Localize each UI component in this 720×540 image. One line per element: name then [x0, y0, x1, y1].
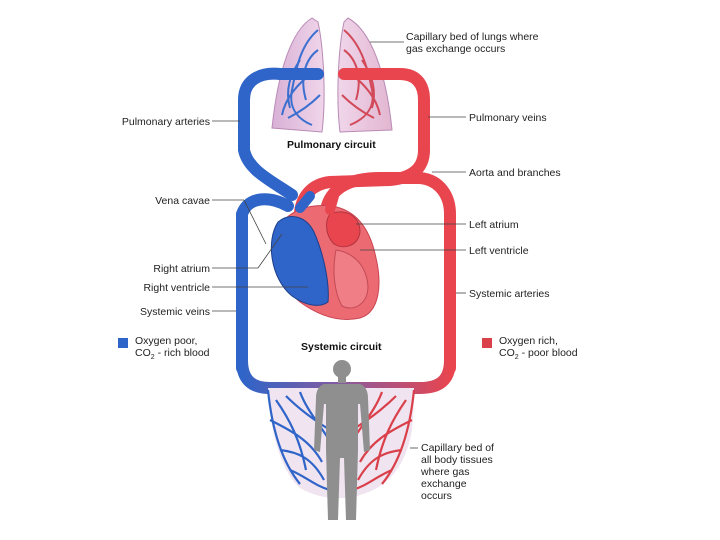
left-ventricle-shape — [333, 249, 369, 309]
legend-oxygen-rich-rest: - poor blood — [518, 347, 578, 359]
vena-cavae — [236, 193, 294, 374]
legend-oxygen-rich-co: CO — [499, 347, 515, 359]
label-right-atrium: Right atrium — [153, 263, 210, 275]
label-systemic-arteries: Systemic arteries — [469, 288, 550, 300]
legend-oxygen-poor-sub: 2 — [150, 354, 155, 362]
legend-swatch-oxygen-poor — [118, 338, 128, 348]
label-left-ventricle: Left ventricle — [469, 245, 529, 257]
legend-oxygen-rich: Oxygen rich, CO2 - poor blood — [499, 335, 578, 364]
label-systemic-veins: Systemic veins — [139, 306, 210, 318]
legend-oxygen-poor-co: CO — [135, 347, 151, 359]
label-left-atrium: Left atrium — [469, 219, 519, 231]
label-pulmonary-circuit: Pulmonary circuit — [287, 139, 376, 151]
legend-oxygen-rich-line1: Oxygen rich, — [499, 335, 558, 347]
heart — [270, 191, 380, 320]
label-capillary-body: Capillary bed of all body tissues where … — [421, 442, 494, 502]
label-aorta: Aorta and branches — [469, 167, 561, 179]
legend-oxygen-poor: Oxygen poor, CO2 - rich blood — [135, 335, 210, 364]
label-vena-cavae: Vena cavae — [155, 195, 210, 207]
label-pulmonary-veins: Pulmonary veins — [469, 112, 547, 124]
right-heart-chambers — [270, 216, 329, 306]
leader-lines — [212, 41, 466, 449]
label-systemic-circuit: Systemic circuit — [301, 341, 382, 353]
human-figure — [314, 360, 370, 520]
legend-oxygen-poor-rest: - rich blood — [154, 347, 210, 359]
legend-swatch-oxygen-rich — [482, 338, 492, 348]
left-atrium-shape — [326, 211, 361, 248]
label-capillary-lungs: Capillary bed of lungs where gas exchang… — [406, 31, 539, 55]
legend-oxygen-poor-line1: Oxygen poor, — [135, 335, 198, 347]
pulmonary-veins — [294, 68, 430, 218]
label-right-ventricle: Right ventricle — [143, 282, 210, 294]
label-pulmonary-arteries: Pulmonary arteries — [121, 116, 210, 128]
legend-oxygen-rich-sub: 2 — [514, 354, 519, 362]
